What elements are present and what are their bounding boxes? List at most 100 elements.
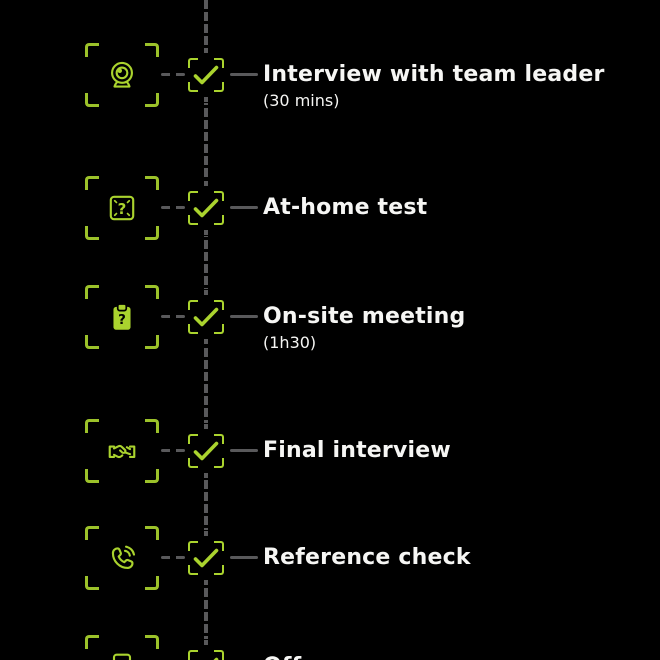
frame-corner: [188, 82, 198, 92]
step-duration: (30 mins): [263, 91, 340, 110]
step-text: Final interview: [263, 436, 451, 466]
step-label: Reference check: [263, 545, 471, 570]
solid-connector: [230, 73, 258, 76]
check-icon: [193, 441, 219, 461]
check-frame: [188, 530, 224, 586]
frame-corner: [214, 565, 224, 575]
frame-corner: [214, 324, 224, 334]
dashed-connector: [161, 556, 185, 559]
frame-corner: [188, 458, 198, 468]
frame-corner: [214, 650, 224, 660]
frame-corner: [214, 215, 224, 225]
step-label: On-site meeting: [263, 304, 466, 329]
timeline-step: Interview with team leader (30 mins): [0, 38, 660, 112]
step-text: Reference check: [263, 543, 471, 573]
frame-corner: [145, 226, 159, 240]
frame-corner: [188, 541, 198, 551]
frame-corner: [214, 191, 224, 201]
frame-corner: [145, 43, 159, 57]
dashed-connector: [161, 73, 185, 76]
document-icon: [106, 651, 138, 660]
frame-corner: [188, 300, 198, 310]
frame-corner: [188, 565, 198, 575]
frame-corner: [145, 285, 159, 299]
dashed-connector: [161, 449, 185, 452]
frame-corner: [85, 526, 99, 540]
frame-corner: [85, 285, 99, 299]
frame-corner: [85, 176, 99, 190]
frame-corner: [214, 58, 224, 68]
step-text: On-site meeting (1h30): [263, 302, 465, 353]
frame-corner: [85, 576, 99, 590]
timeline-step: ? On-site meeting (1h30): [0, 280, 660, 354]
svg-text:?: ?: [118, 200, 127, 218]
icon-frame: [85, 43, 159, 107]
step-text: Interview with team leader (30 mins): [263, 60, 605, 111]
frame-corner: [188, 191, 198, 201]
solid-connector: [230, 449, 258, 452]
check-frame: [188, 423, 224, 479]
step-label: Offer: [263, 652, 328, 660]
step-label: Interview with team leader: [263, 62, 605, 87]
frame-corner: [188, 215, 198, 225]
frame-corner: [188, 434, 198, 444]
frame-corner: [188, 58, 198, 68]
icon-frame: [85, 635, 159, 660]
frame-corner: [214, 541, 224, 551]
handshake-icon: [106, 435, 138, 467]
dashed-connector: [161, 206, 185, 209]
check-icon: [193, 548, 219, 568]
webcam-icon: [106, 59, 138, 91]
step-text: Offer: [263, 652, 328, 660]
frame-corner: [145, 635, 159, 649]
frame-corner: [145, 419, 159, 433]
step-text: At-home test: [263, 193, 427, 223]
frame-corner: [85, 43, 99, 57]
frame-corner: [214, 458, 224, 468]
solid-connector: [230, 315, 258, 318]
frame-corner: [145, 335, 159, 349]
check-frame: [188, 289, 224, 345]
frame-corner: [188, 650, 198, 660]
frame-corner: [214, 300, 224, 310]
step-label: At-home test: [263, 195, 428, 220]
solid-connector: [230, 206, 258, 209]
svg-text:?: ?: [118, 313, 126, 328]
frame-corner: [145, 469, 159, 483]
timeline-step: Reference check: [0, 521, 660, 595]
check-icon: [193, 198, 219, 218]
icon-frame: [85, 419, 159, 483]
frame-corner: [145, 576, 159, 590]
step-duration: (1h30): [263, 333, 317, 352]
frame-corner: [188, 324, 198, 334]
timeline-step: ? At-home test: [0, 171, 660, 245]
frame-corner: [85, 335, 99, 349]
dashed-connector: [161, 315, 185, 318]
check-icon: [193, 307, 219, 327]
frame-corner: [85, 226, 99, 240]
icon-frame: [85, 526, 159, 590]
frame-corner: [145, 176, 159, 190]
check-frame: [188, 639, 224, 660]
question-box-icon: ?: [106, 192, 138, 224]
frame-corner: [85, 635, 99, 649]
clipboard-question-icon: ?: [106, 301, 138, 333]
icon-frame: ?: [85, 285, 159, 349]
frame-corner: [85, 419, 99, 433]
frame-corner: [85, 469, 99, 483]
frame-corner: [85, 93, 99, 107]
check-frame: [188, 47, 224, 103]
check-frame: [188, 180, 224, 236]
check-icon: [213, 657, 219, 660]
check-icon: [193, 65, 219, 85]
frame-corner: [214, 434, 224, 444]
step-label: Final interview: [263, 438, 451, 463]
frame-corner: [145, 93, 159, 107]
timeline-step: Offer: [0, 630, 660, 660]
timeline-step: Final interview: [0, 414, 660, 488]
icon-frame: ?: [85, 176, 159, 240]
solid-connector: [230, 556, 258, 559]
frame-corner: [214, 82, 224, 92]
frame-corner: [145, 526, 159, 540]
